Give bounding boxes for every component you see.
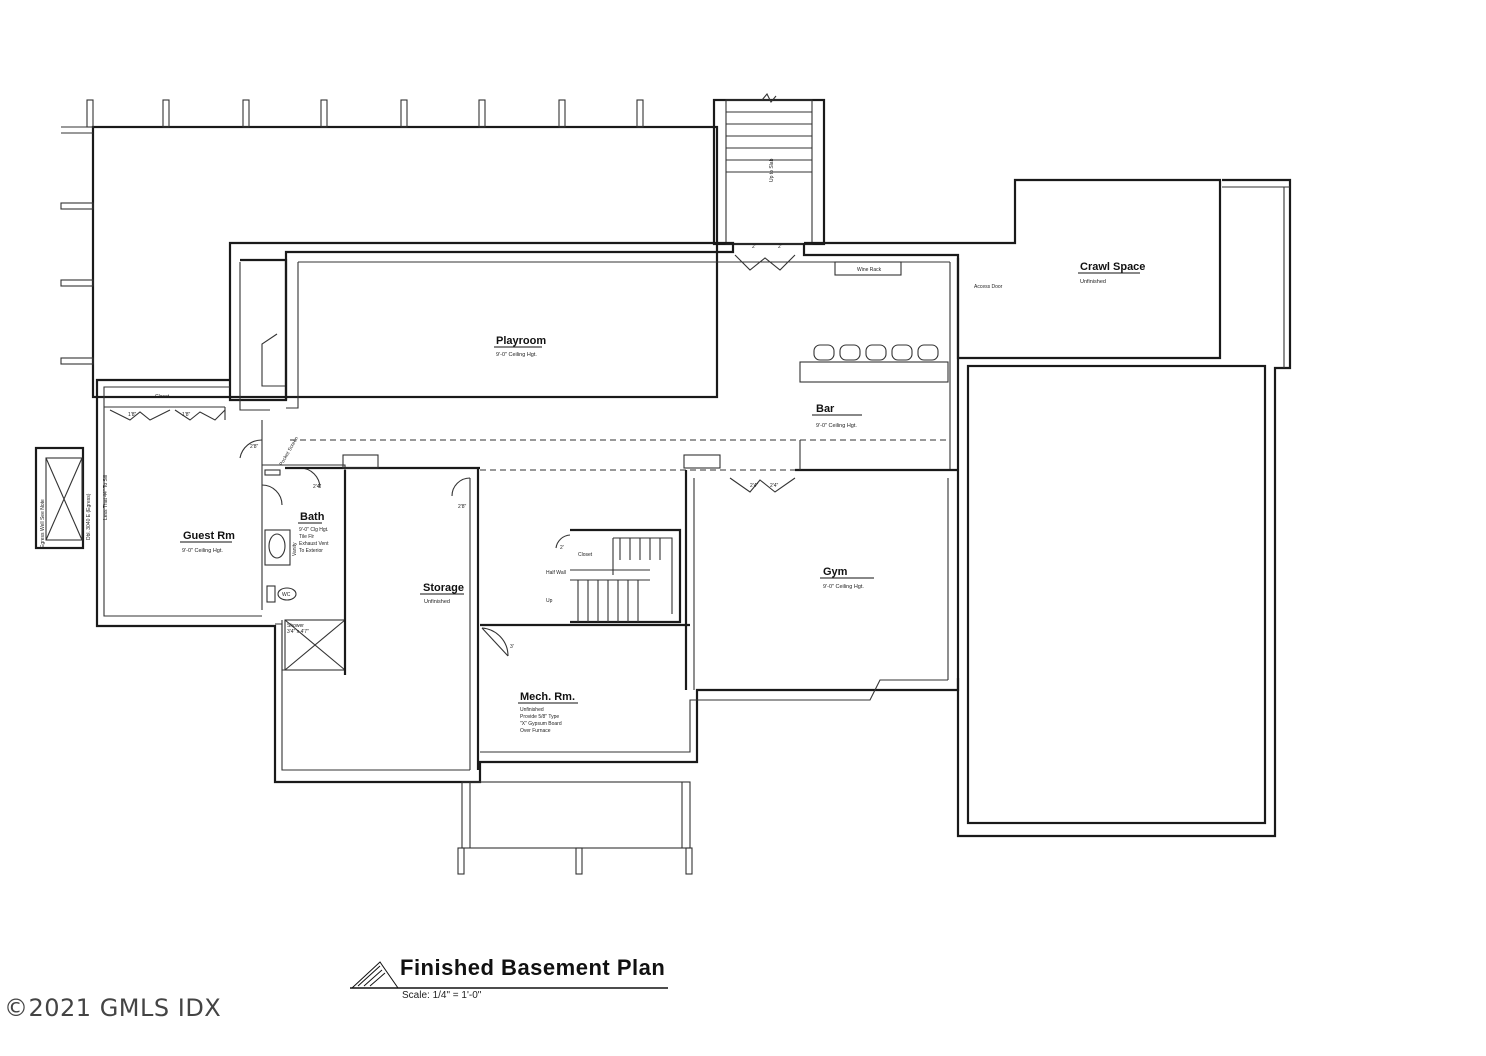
gym-area (683, 440, 958, 690)
closet-door-b-label: 1'8" (182, 412, 191, 418)
guest-closet-label: Closet (155, 394, 170, 400)
interior-stair (555, 528, 682, 624)
stair-top-label: Up to Slab (769, 158, 775, 182)
lower-deck (457, 781, 693, 875)
crawl-name: Crawl Space (1080, 261, 1145, 273)
access-door-label: Access Door (974, 284, 1003, 290)
mech-door-label: 3' (510, 644, 514, 650)
mech-note1: Unfinished (520, 707, 544, 713)
plan-title: Finished Basement Plan (400, 955, 666, 980)
bar-note: 9'-0" Ceiling Hgt. (816, 423, 857, 429)
playroom-name: Playroom (496, 335, 546, 347)
half-wall-label: Half Wall (546, 570, 566, 576)
guest-room-area (104, 406, 281, 610)
stair-closet-door-label: 2' (560, 545, 564, 551)
deck-posts (60, 99, 644, 365)
bath-note2: Tile Flr (299, 534, 314, 540)
egress-window-label: Dbl. 3040 E (Egress) (86, 493, 92, 540)
mech-note2: Provide 5/8" Type (520, 714, 559, 720)
guest-name: Guest Rm (183, 530, 235, 542)
bath-note4: To Exterior (299, 548, 323, 554)
wc-label: WC (282, 592, 291, 598)
room-label-storage: Storage Unfinished (420, 582, 464, 605)
bar-counter (734, 254, 949, 383)
wine-door-left-label: 2' (752, 244, 756, 250)
bar-name: Bar (816, 403, 835, 415)
vanity-label: Vanity (292, 542, 298, 556)
exterior-stair: Up to Slab (712, 93, 826, 246)
gym-name: Gym (823, 566, 848, 578)
wine-rack-label: Wine Rack (857, 267, 882, 273)
storage-door-label: 2'8" (458, 504, 467, 510)
mech-room-area (480, 623, 690, 657)
crawl-note: Unfinished (1080, 279, 1106, 285)
room-label-bath: Bath 9'-0" Clg Hgt. Tile Flr Exhaust Ven… (298, 511, 329, 554)
closet-door-a-label: 1'8" (128, 412, 137, 418)
bar-stools (813, 344, 939, 361)
mech-name: Mech. Rm. (520, 691, 575, 703)
guest-note: 9'-0" Ceiling Hgt. (182, 548, 223, 554)
room-label-crawl: Crawl Space Unfinished (1078, 261, 1145, 285)
egress-well: Egress Well See Note Dbl. 3040 E (Egress… (34, 446, 109, 550)
gym-note: 9'-0" Ceiling Hgt. (823, 584, 864, 590)
room-label-bar: Bar 9'-0" Ceiling Hgt. (812, 403, 862, 429)
wine-door-right-label: 2' (778, 244, 782, 250)
room-label-gym: Gym 9'-0" Ceiling Hgt. (820, 566, 874, 590)
bath-name: Bath (300, 511, 325, 523)
mech-note4: Over Furnace (520, 728, 551, 734)
shower-label: Shower (287, 623, 304, 629)
bath-note1: 9'-0" Clg Hgt. (299, 527, 328, 533)
plan-scale: Scale: 1/4" = 1'-0" (402, 990, 482, 1001)
egress-sill-label: Less That 44" To Sill (103, 475, 109, 520)
storage-name: Storage (423, 582, 464, 594)
mech-note3: "X" Gypsum Board (520, 721, 562, 727)
copyright-watermark: ©2021 GMLS IDX (4, 994, 222, 1022)
pocket-screen-label: Pocket Screen (279, 436, 301, 467)
stair-up-label: Up (546, 598, 553, 604)
bath-door-label: 2'4" (313, 484, 322, 490)
stair-closet-label: Closet (578, 552, 593, 558)
storage-note: Unfinished (424, 599, 450, 605)
gym-door-left-label: 2'4" (750, 483, 759, 489)
bath-note3: Exhaust Vent (299, 541, 329, 547)
deck-area (60, 99, 719, 399)
north-arrow-icon (350, 961, 668, 989)
room-label-mech: Mech. Rm. Unfinished Provide 5/8" Type "… (518, 691, 578, 734)
house-walls (95, 178, 1292, 838)
room-label-playroom: Playroom 9'-0" Ceiling Hgt. (494, 335, 546, 358)
shower-size-label: 3'4" x 4'7" (287, 629, 309, 635)
room-label-guest: Guest Rm 9'-0" Ceiling Hgt. (180, 530, 235, 554)
egress-note-label: Egress Well See Note (40, 499, 46, 548)
guest-door-label: 2'8" (250, 444, 259, 450)
playroom-note: 9'-0" Ceiling Hgt. (496, 352, 537, 358)
gym-door-right-label: 2'4" (770, 483, 779, 489)
